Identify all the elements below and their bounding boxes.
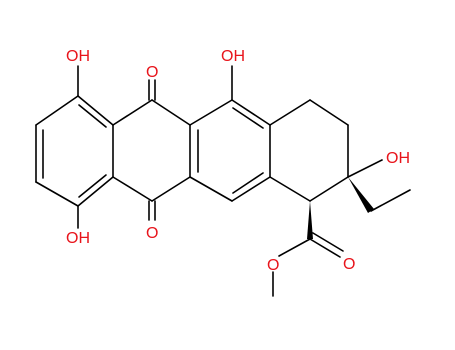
- ring-c: [189, 99, 271, 202]
- bond: [189, 176, 233, 202]
- bond: [189, 99, 233, 126]
- bond: [269, 99, 311, 126]
- bond: [77, 95, 114, 126]
- bond: [35, 95, 79, 126]
- bond: [309, 176, 349, 202]
- bond: [231, 99, 271, 126]
- bond: [78, 174, 107, 198]
- bond: [151, 99, 191, 126]
- atom-label-oh: OH: [221, 48, 245, 65]
- atom-label-o: O: [343, 256, 355, 273]
- bond: [309, 99, 349, 126]
- bond: [278, 238, 311, 257]
- substituent-bonds: [77, 65, 411, 297]
- ring-a: [35, 95, 114, 207]
- atom-labels: OH O OH OH OH O O O: [66, 48, 410, 274]
- atom-label-oh: OH: [386, 150, 410, 167]
- atom-label-o: O: [267, 257, 279, 274]
- bond: [112, 176, 153, 202]
- bond: [312, 232, 344, 252]
- bond: [269, 176, 311, 202]
- bond: [151, 176, 191, 202]
- bond: [347, 159, 383, 178]
- bond: [370, 189, 411, 212]
- ring-d: [269, 99, 349, 202]
- wedge-bond: [307, 201, 313, 239]
- ring-b: [112, 79, 191, 221]
- atom-label-oh: OH: [66, 230, 90, 247]
- bond: [232, 172, 264, 194]
- bond: [231, 176, 271, 202]
- bond: [77, 176, 114, 207]
- atom-label-o: O: [146, 225, 158, 242]
- atom-label-o: O: [146, 64, 158, 81]
- bond: [232, 107, 264, 129]
- bond: [112, 99, 153, 126]
- bond: [78, 104, 107, 128]
- wedge-bond: [348, 177, 374, 213]
- atom-label-oh: OH: [66, 48, 90, 65]
- bond: [35, 181, 79, 207]
- bond: [309, 238, 341, 258]
